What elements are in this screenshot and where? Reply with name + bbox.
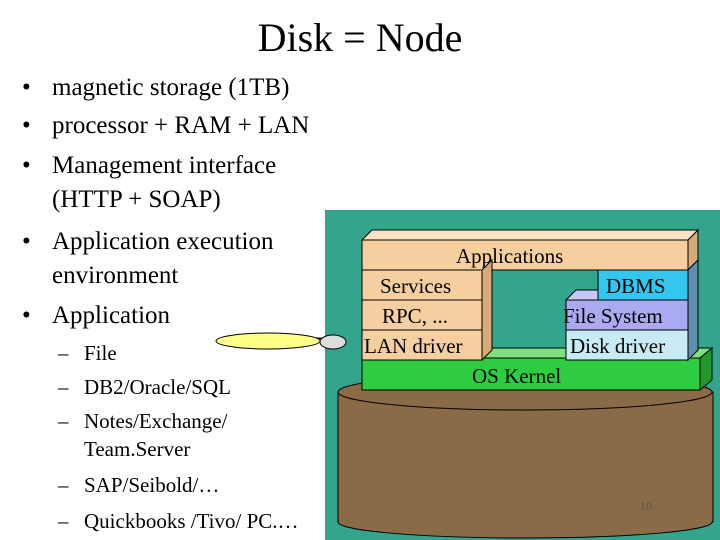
os-kernel-label: OS Kernel bbox=[472, 364, 562, 388]
dash-icon: – bbox=[58, 375, 69, 399]
disk-driver-label: Disk driver bbox=[570, 334, 666, 358]
applications-label: Applications bbox=[456, 244, 564, 268]
applications-block bbox=[361, 239, 689, 271]
rpc-block bbox=[361, 299, 483, 331]
bullet-dot-icon: • bbox=[22, 112, 31, 139]
rpc-label: RPC, ... bbox=[382, 304, 448, 328]
lan-connector-icon bbox=[319, 334, 347, 350]
dbms-label: DBMS bbox=[606, 274, 666, 298]
slide-title: Disk = Node bbox=[257, 15, 463, 60]
file-system-label: File System bbox=[563, 304, 663, 328]
dash-icon: – bbox=[58, 473, 69, 497]
right-stack-side bbox=[687, 258, 699, 362]
lan-driver-block bbox=[361, 329, 483, 361]
bullet-dot-icon: • bbox=[22, 302, 31, 329]
file-system-top bbox=[564, 289, 599, 301]
bullet-dot-icon: • bbox=[22, 152, 31, 179]
disk-driver-block bbox=[565, 329, 689, 361]
dash-icon: – bbox=[58, 509, 69, 533]
services-label: Services bbox=[380, 274, 452, 298]
lan-driver-label: LAN driver bbox=[364, 334, 463, 358]
os-kernel-block bbox=[361, 357, 701, 391]
applications-top bbox=[360, 229, 700, 241]
dash-icon: – bbox=[58, 341, 69, 365]
lan-plug-icon bbox=[215, 332, 321, 350]
bullet-dot-icon: • bbox=[22, 228, 31, 255]
dash-icon: – bbox=[58, 409, 69, 433]
left-stack-side bbox=[481, 258, 493, 362]
disk-cylinder-fill bbox=[339, 500, 712, 522]
bullet-dot-icon: • bbox=[22, 74, 31, 101]
page-number: 10 bbox=[640, 499, 652, 513]
services-block bbox=[361, 269, 483, 301]
file-system-block bbox=[565, 299, 689, 331]
